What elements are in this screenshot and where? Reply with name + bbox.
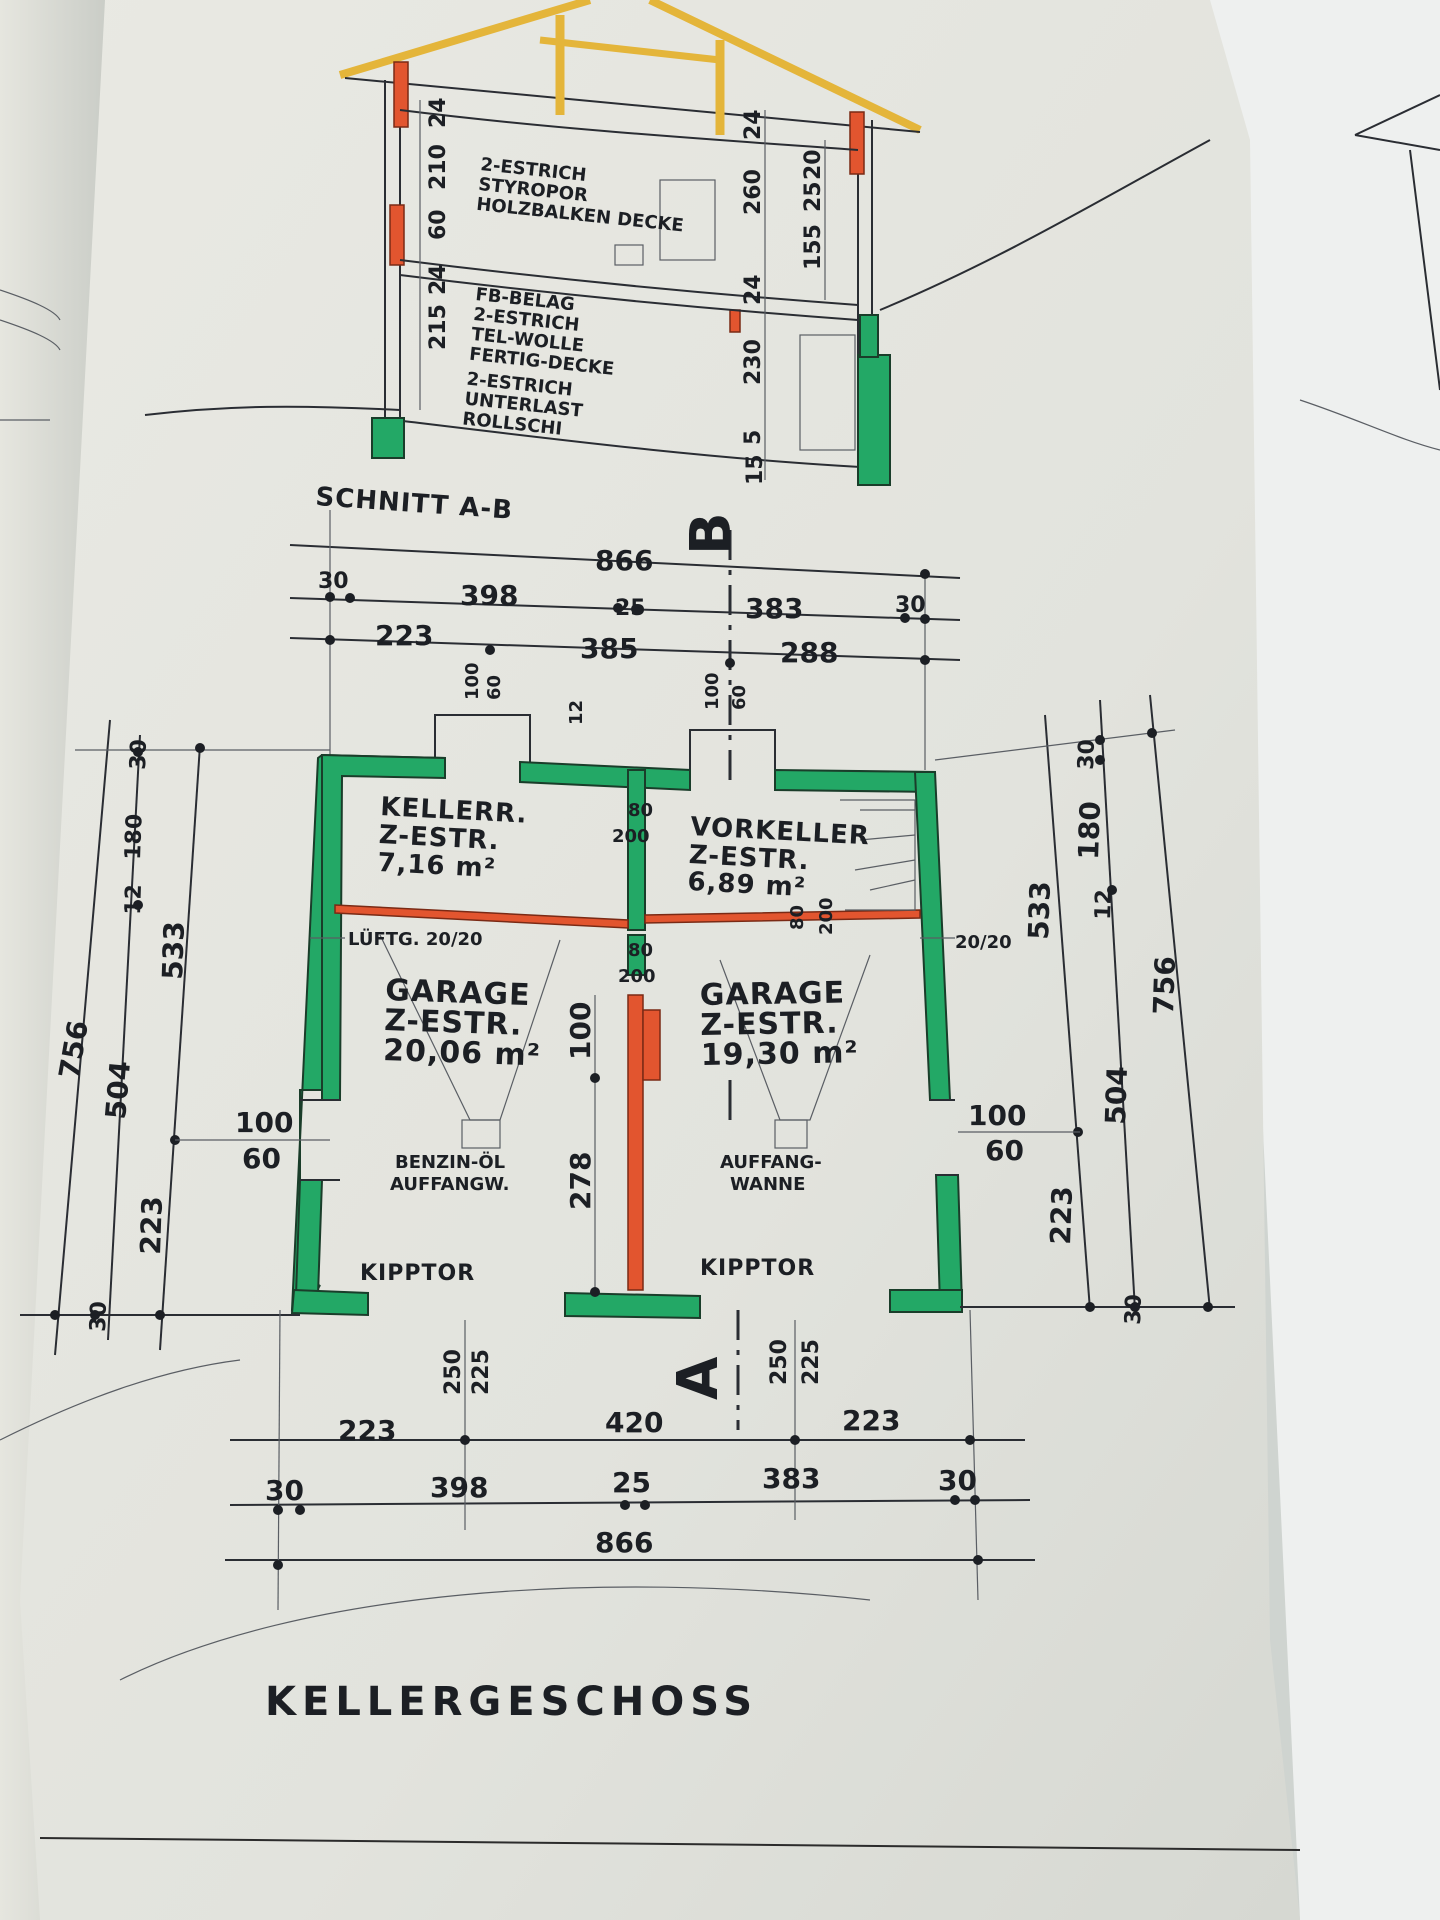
section-h-l3: 24	[426, 264, 451, 295]
door1-h: 200	[612, 826, 650, 847]
left-win-1: 60	[242, 1142, 281, 1175]
bot-b1: 398	[430, 1471, 488, 1504]
room-garage-right-floor: Z-ESTR.	[700, 1006, 839, 1043]
room-garage-left-floor: Z-ESTR.	[384, 1003, 523, 1043]
bot-b0: 30	[265, 1474, 304, 1507]
section-h-l0: 24	[426, 97, 451, 128]
room-vorkeller-area: 6,89 m²	[687, 867, 807, 903]
door-r-0: 250	[767, 1339, 792, 1385]
door2-w: 80	[787, 905, 808, 930]
left-win-0: 100	[235, 1106, 293, 1139]
right-win-1: 60	[985, 1134, 1024, 1167]
section-h-r1: 260	[741, 169, 766, 215]
bot-a1: 420	[605, 1406, 663, 1439]
door2-h: 200	[816, 897, 837, 935]
right-page-sketch	[1299, 94, 1440, 451]
oil-right-1: AUFFANG-	[720, 1152, 822, 1173]
right-o1: 180	[1072, 801, 1107, 861]
top-r1-0: 30	[318, 569, 349, 594]
right-mid-2: 30	[1121, 1294, 1147, 1325]
gate-right: KIPPTOR	[700, 1256, 815, 1281]
door-l-1: 225	[469, 1349, 494, 1395]
section-h-l2: 60	[426, 209, 451, 240]
garage-depth: 278	[564, 1152, 597, 1210]
top-r1-3: 383	[745, 592, 803, 625]
room-keller-floor: Z-ESTR.	[378, 820, 500, 856]
top-small: 12	[566, 700, 587, 725]
left-page-sketch	[0, 289, 61, 421]
bot-a0: 223	[338, 1414, 396, 1447]
room-garage-right-area: 19,30 m²	[701, 1035, 859, 1073]
section-h-l1: 210	[426, 144, 451, 190]
section-h-ro1: 25	[801, 181, 826, 212]
left-o0: 30	[126, 739, 152, 770]
door3-h: 200	[618, 966, 656, 987]
room-garage-left-area: 20,06 m²	[383, 1033, 542, 1073]
top-win-l1: 60	[484, 675, 505, 700]
left-o1: 180	[121, 813, 148, 860]
door-r-1: 225	[799, 1339, 824, 1385]
bot-b3: 383	[762, 1462, 820, 1495]
section-h-l4: 215	[426, 304, 451, 350]
bot-b4: 30	[938, 1464, 977, 1497]
door-l-0: 250	[441, 1349, 466, 1395]
top-r2-2: 288	[780, 636, 838, 669]
vent-left: LÜFTG. 20/20	[348, 928, 483, 950]
top-r2-0: 223	[375, 619, 433, 652]
oil-left-2: AUFFANGW.	[390, 1174, 510, 1195]
top-win-r0: 100	[702, 672, 723, 710]
top-overall: 866	[595, 544, 653, 577]
section-h-r5: 15	[743, 454, 768, 485]
left-mid: 504	[99, 1060, 137, 1121]
right-o0: 30	[1074, 739, 1100, 770]
bot-b2: 25	[612, 1466, 651, 1499]
axis-b: B	[679, 512, 744, 555]
axis-a: A	[666, 1356, 731, 1400]
right-o2: 12	[1091, 889, 1117, 920]
door1-w: 80	[628, 800, 653, 821]
top-win-l0: 100	[462, 662, 483, 700]
vent-right: 20/20	[955, 932, 1012, 953]
top-r2-1: 385	[580, 632, 638, 665]
left-o5: 30	[86, 1301, 112, 1332]
section-h-r3: 230	[741, 339, 766, 385]
right-mid-0: 504	[1099, 1066, 1134, 1126]
right-o3: 533	[1022, 881, 1057, 941]
top-win-r1: 60	[729, 685, 750, 710]
door3-w: 80	[628, 940, 653, 961]
left-o4: 223	[134, 1196, 169, 1256]
section-h-r4: 5	[741, 430, 766, 445]
right-win-0: 100	[968, 1099, 1026, 1132]
top-r1-1: 398	[460, 579, 518, 612]
room-vorkeller-floor: Z-ESTR.	[688, 840, 810, 876]
section-h-r2: 24	[741, 274, 766, 305]
right-overall: 756	[1147, 956, 1182, 1016]
section-h-ro2: 155	[801, 224, 826, 270]
room-garage-right-name: GARAGE	[700, 975, 846, 1013]
top-r1-4: 30	[895, 593, 926, 618]
room-keller-area: 7,16 m²	[377, 848, 497, 884]
oil-right-2: WANNE	[730, 1174, 805, 1195]
gate-left: KIPPTOR	[360, 1261, 475, 1286]
room-garage-left-name: GARAGE	[385, 973, 531, 1013]
pillar: 100	[564, 1002, 597, 1060]
section-h-r0: 24	[741, 109, 766, 140]
right-page	[1210, 0, 1440, 1920]
bot-overall: 866	[595, 1526, 653, 1559]
oil-left-1: BENZIN-ÖL	[395, 1151, 505, 1173]
left-o3: 533	[156, 921, 191, 981]
left-o2: 12	[121, 884, 147, 915]
section-h-ro0: 20	[801, 149, 826, 180]
bot-a2: 223	[842, 1404, 900, 1437]
plan-title: KELLERGESCHOSS	[265, 1679, 758, 1725]
right-mid-1: 223	[1044, 1186, 1079, 1246]
top-r1-2: 25	[615, 596, 646, 621]
